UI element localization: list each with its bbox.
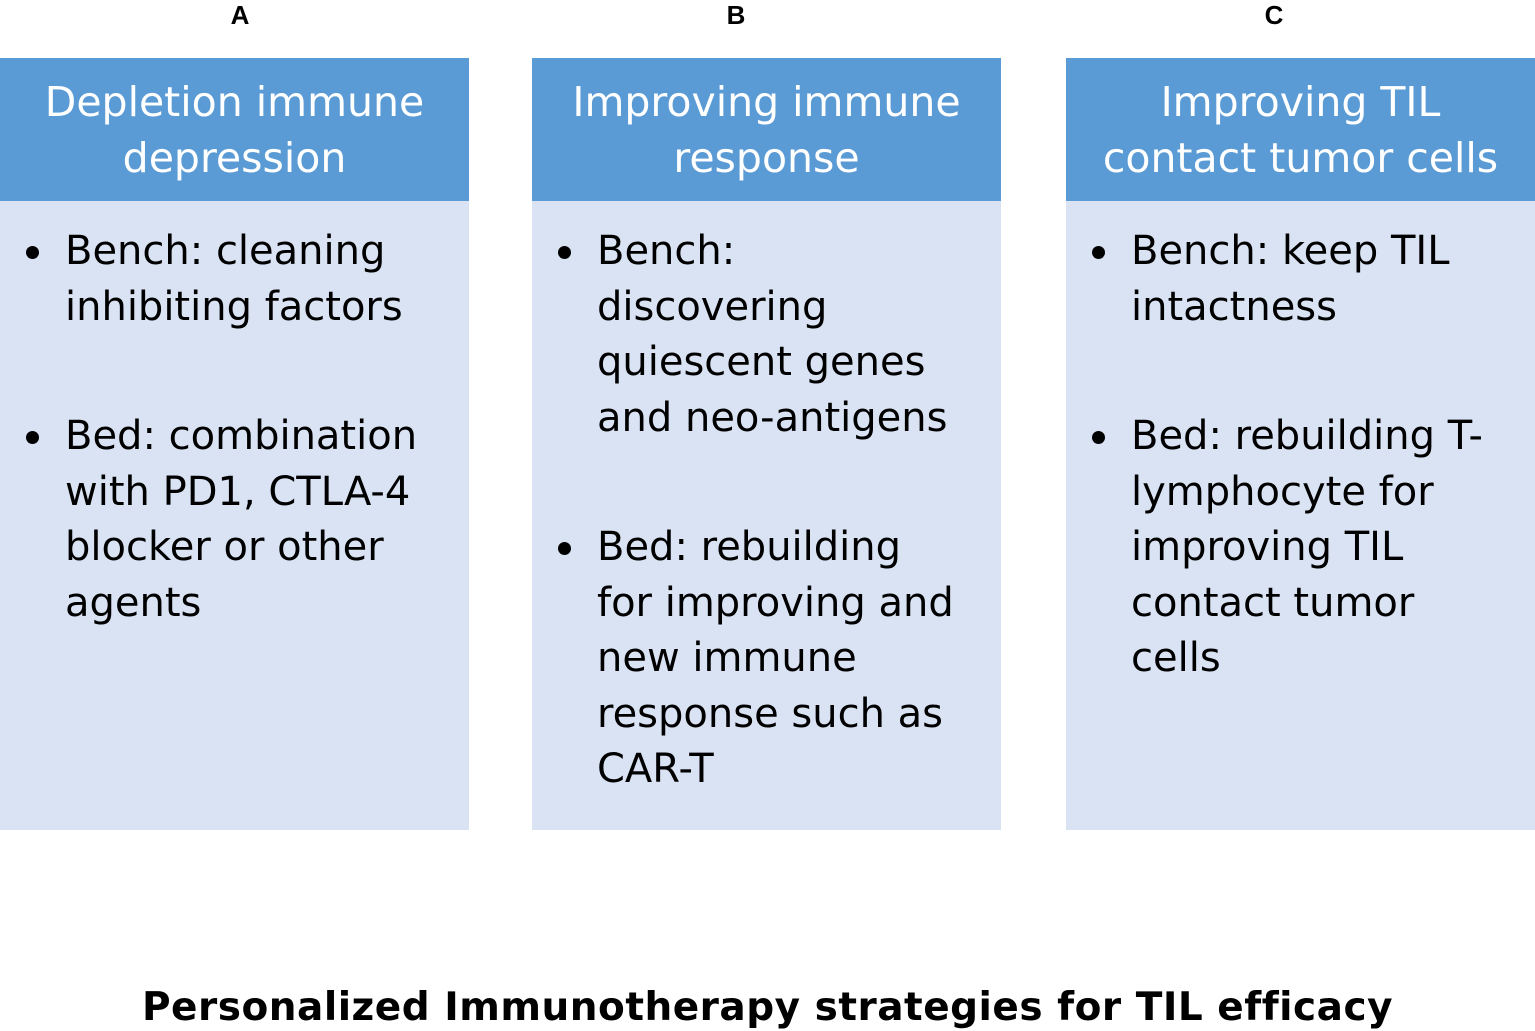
bullet-text: Bed: combination with PD1, CTLA-4 blocke… bbox=[65, 413, 418, 626]
panel-c-bullet-list: Bench: keep TIL intactness Bed: rebuildi… bbox=[1066, 201, 1535, 687]
panel-b-header-text: Improving immune response bbox=[572, 77, 961, 182]
bullet-text: Bench: cleaning inhibiting factors bbox=[65, 228, 403, 330]
panel-letter-a: A bbox=[230, 0, 250, 30]
list-item: Bench: cleaning inhibiting factors bbox=[0, 224, 469, 335]
list-item: Bench: discovering quiescent genes and n… bbox=[532, 224, 1001, 446]
panel-a: Depletion immune depression Bench: clean… bbox=[0, 58, 469, 830]
bullet-icon bbox=[1092, 431, 1105, 444]
panel-b-header: Improving immune response bbox=[532, 58, 1001, 201]
panel-b: Improving immune response Bench: discove… bbox=[532, 58, 1001, 830]
bullet-icon bbox=[558, 246, 571, 259]
bullet-icon bbox=[558, 542, 571, 555]
bullet-text: Bench: keep TIL intactness bbox=[1131, 228, 1450, 330]
list-item: Bed: rebuilding for improving and new im… bbox=[532, 520, 1001, 798]
panel-b-bullet-list: Bench: discovering quiescent genes and n… bbox=[532, 201, 1001, 798]
panel-c-header-text: Improving TIL contact tumor cells bbox=[1102, 77, 1499, 182]
figure-caption-title: Personalized Immunotherapy strategies fo… bbox=[141, 985, 1394, 1030]
panel-a-bullet-list: Bench: cleaning inhibiting factors Bed: … bbox=[0, 201, 469, 631]
bullet-icon bbox=[26, 431, 39, 444]
list-item: Bed: combination with PD1, CTLA-4 blocke… bbox=[0, 409, 469, 631]
panel-letter-c: C bbox=[1264, 0, 1284, 30]
bullet-icon bbox=[1092, 246, 1105, 259]
bullet-icon bbox=[26, 246, 39, 259]
panel-c-header: Improving TIL contact tumor cells bbox=[1066, 58, 1535, 201]
panel-a-header: Depletion immune depression bbox=[0, 58, 469, 201]
panel-letter-b: B bbox=[726, 0, 746, 30]
list-item: Bench: keep TIL intactness bbox=[1066, 224, 1535, 335]
bullet-text: Bed: rebuilding T- lymphocyte for improv… bbox=[1131, 413, 1483, 681]
list-item: Bed: rebuilding T- lymphocyte for improv… bbox=[1066, 409, 1535, 687]
panel-c: Improving TIL contact tumor cells Bench:… bbox=[1066, 58, 1535, 830]
bullet-text: Bed: rebuilding for improving and new im… bbox=[597, 524, 954, 792]
bullet-text: Bench: discovering quiescent genes and n… bbox=[597, 228, 948, 441]
panel-a-header-text: Depletion immune depression bbox=[44, 77, 425, 182]
